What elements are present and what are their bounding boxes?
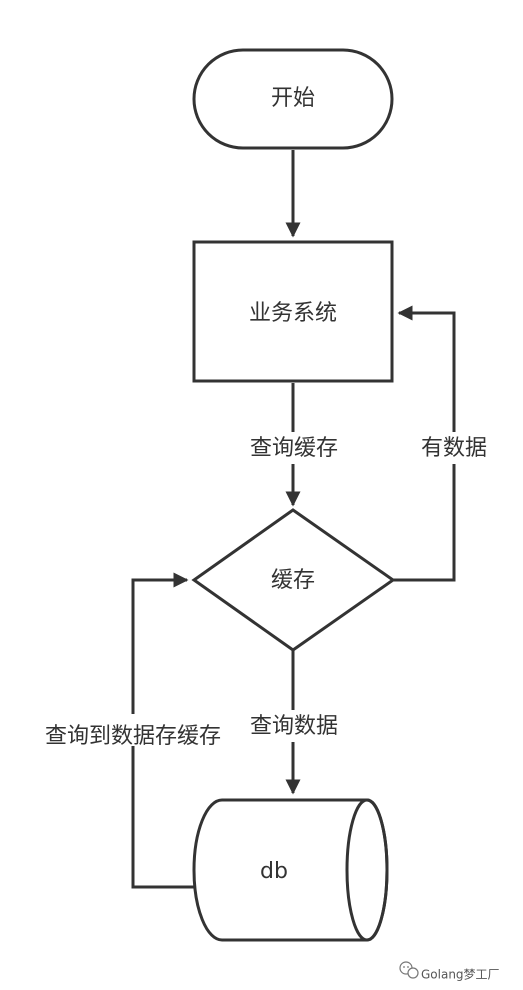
watermark-text: Golang梦工厂	[421, 968, 500, 982]
edge-label-bg-has-data	[414, 432, 496, 464]
watermark: Golang梦工厂	[399, 961, 500, 982]
edge-label-has-data: 有数据	[421, 436, 487, 461]
start-node	[192, 48, 394, 150]
db-node-cap	[345, 798, 389, 942]
edge-label-query-cache: 查询缓存	[250, 436, 338, 461]
business-system-node	[192, 240, 394, 383]
wechat-icon	[399, 961, 419, 979]
db-node	[192, 798, 389, 942]
cache-decision-label: 缓存	[271, 568, 315, 593]
business-system-label: 业务系统	[249, 301, 337, 326]
db-node-label: db	[260, 859, 288, 884]
edge-label-bg-query-data	[242, 710, 348, 742]
start-node-label: 开始	[271, 86, 315, 111]
edge-label-query-to-data-store-cache: 查询到数据存缓存	[45, 724, 221, 749]
edge-label-query-data: 查询数据	[250, 714, 338, 739]
edge-label-bg-query-cache	[240, 432, 348, 464]
edge-label-bg-store-cache	[28, 714, 240, 746]
